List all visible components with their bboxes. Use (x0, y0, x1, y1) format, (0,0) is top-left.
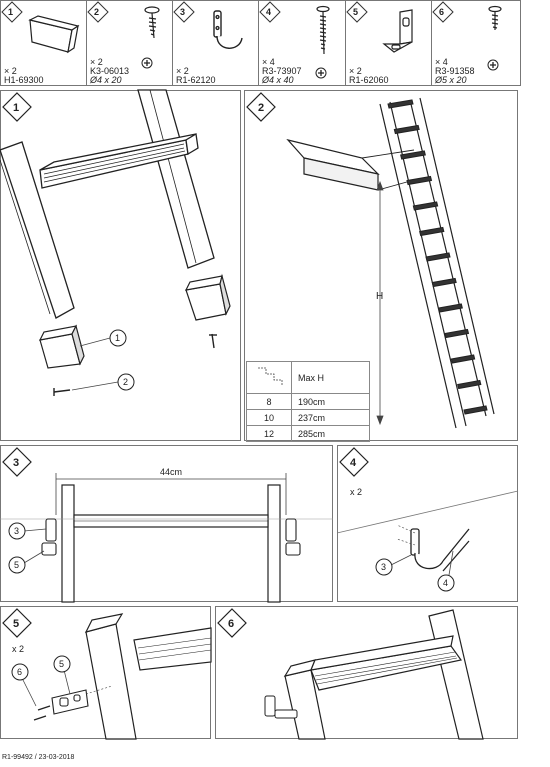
step-5-callout-6: 6 (17, 667, 23, 677)
part-size-2: Ø4 x 20 (90, 75, 122, 85)
step-1-drawing (0, 89, 231, 396)
part-code-1: H1-69300 (4, 75, 44, 85)
step-3-width-label: 44cm (160, 467, 183, 477)
table-header: Max H (291, 361, 370, 394)
part-number-6: 6 (439, 7, 445, 17)
table-height-cell: 285cm (291, 425, 370, 442)
step-2-drawing (246, 92, 495, 429)
ladder-tread (393, 124, 420, 135)
long-screw-icon (316, 5, 330, 55)
ladder-tread (412, 201, 439, 211)
step-1-number: 1 (13, 102, 20, 114)
end-cap-icon (28, 15, 80, 54)
part-size-6: Ø5 x 20 (435, 75, 467, 85)
step-4-panel (337, 445, 518, 602)
ladder-tread (457, 379, 482, 390)
part-number-1: 1 (8, 7, 14, 17)
phillips-head-icon (315, 67, 327, 79)
phillips-head-icon (487, 59, 499, 71)
part-qty-2: × 2 (90, 57, 103, 67)
step-4-callout-4: 4 (443, 578, 449, 588)
phillips-head-icon (141, 57, 153, 69)
step-4-qty: x 2 (350, 487, 363, 497)
step-1-callout-2: 2 (123, 377, 129, 387)
part-code-2: K3-06013 (90, 66, 130, 76)
step-2-number: 2 (258, 102, 265, 114)
step-3-callout-5: 5 (14, 560, 20, 570)
ladder-tread (400, 150, 426, 160)
ladder-tread (463, 405, 488, 415)
table-steps-cell: 12 (246, 425, 292, 442)
step-3-callout-3: 3 (14, 526, 20, 536)
part-qty-5: × 2 (349, 66, 362, 76)
ladder-tread (419, 226, 445, 237)
table-height-cell: 237cm (291, 409, 370, 426)
part-number-3: 3 (180, 7, 186, 17)
part-qty-3: × 2 (176, 66, 189, 76)
step-5-callout-5: 5 (59, 659, 65, 669)
part-number-2: 2 (94, 7, 100, 17)
ladder-tread (425, 252, 451, 262)
part-number-5: 5 (353, 7, 359, 17)
step-6-drawing (217, 608, 484, 740)
ladder-tread (406, 175, 433, 186)
ladder-tread (438, 303, 463, 313)
part-code-5: R1-62060 (349, 75, 389, 85)
part-code-3: R1-62120 (176, 75, 216, 85)
step-2-height-label: H (376, 291, 384, 302)
table-height-cell: 190cm (291, 393, 370, 410)
ladder-tread (450, 354, 476, 364)
screw-icon (144, 6, 160, 39)
ladder-tread (444, 328, 470, 339)
part-size-4: Ø4 x 40 (262, 75, 294, 85)
part-qty-1: × 2 (4, 66, 17, 76)
ladder-tread (431, 277, 457, 288)
step-4-callout-3: 3 (381, 562, 387, 572)
angle-bracket-icon (382, 9, 413, 53)
step-5-drawing (2, 608, 212, 740)
step-3-number: 3 (13, 457, 20, 469)
stairs-icon-cell (246, 361, 292, 394)
part-qty-4: × 4 (262, 57, 275, 67)
step-5-number: 5 (13, 618, 20, 630)
ladder-tread (387, 99, 414, 109)
part-qty-6: × 4 (435, 57, 448, 67)
part-code-4: R3-73907 (262, 66, 302, 76)
step-5-qty: x 2 (12, 644, 25, 654)
step-3-drawing (0, 447, 333, 603)
part-diamonds (1, 1, 454, 23)
part-code-6: R3-91358 (435, 66, 475, 76)
part-number-4: 4 (266, 7, 272, 17)
step-4-drawing (336, 447, 519, 592)
hook-bracket-icon (213, 10, 243, 49)
document-reference: R1-99492 / 23-03-2018 (2, 754, 75, 761)
table-steps-cell: 10 (246, 409, 292, 426)
step-4-number: 4 (350, 457, 357, 469)
step-6-number: 6 (228, 618, 235, 630)
short-screw-icon (488, 5, 502, 30)
table-steps-cell: 8 (246, 393, 292, 410)
step-1-callout-1: 1 (115, 333, 121, 343)
